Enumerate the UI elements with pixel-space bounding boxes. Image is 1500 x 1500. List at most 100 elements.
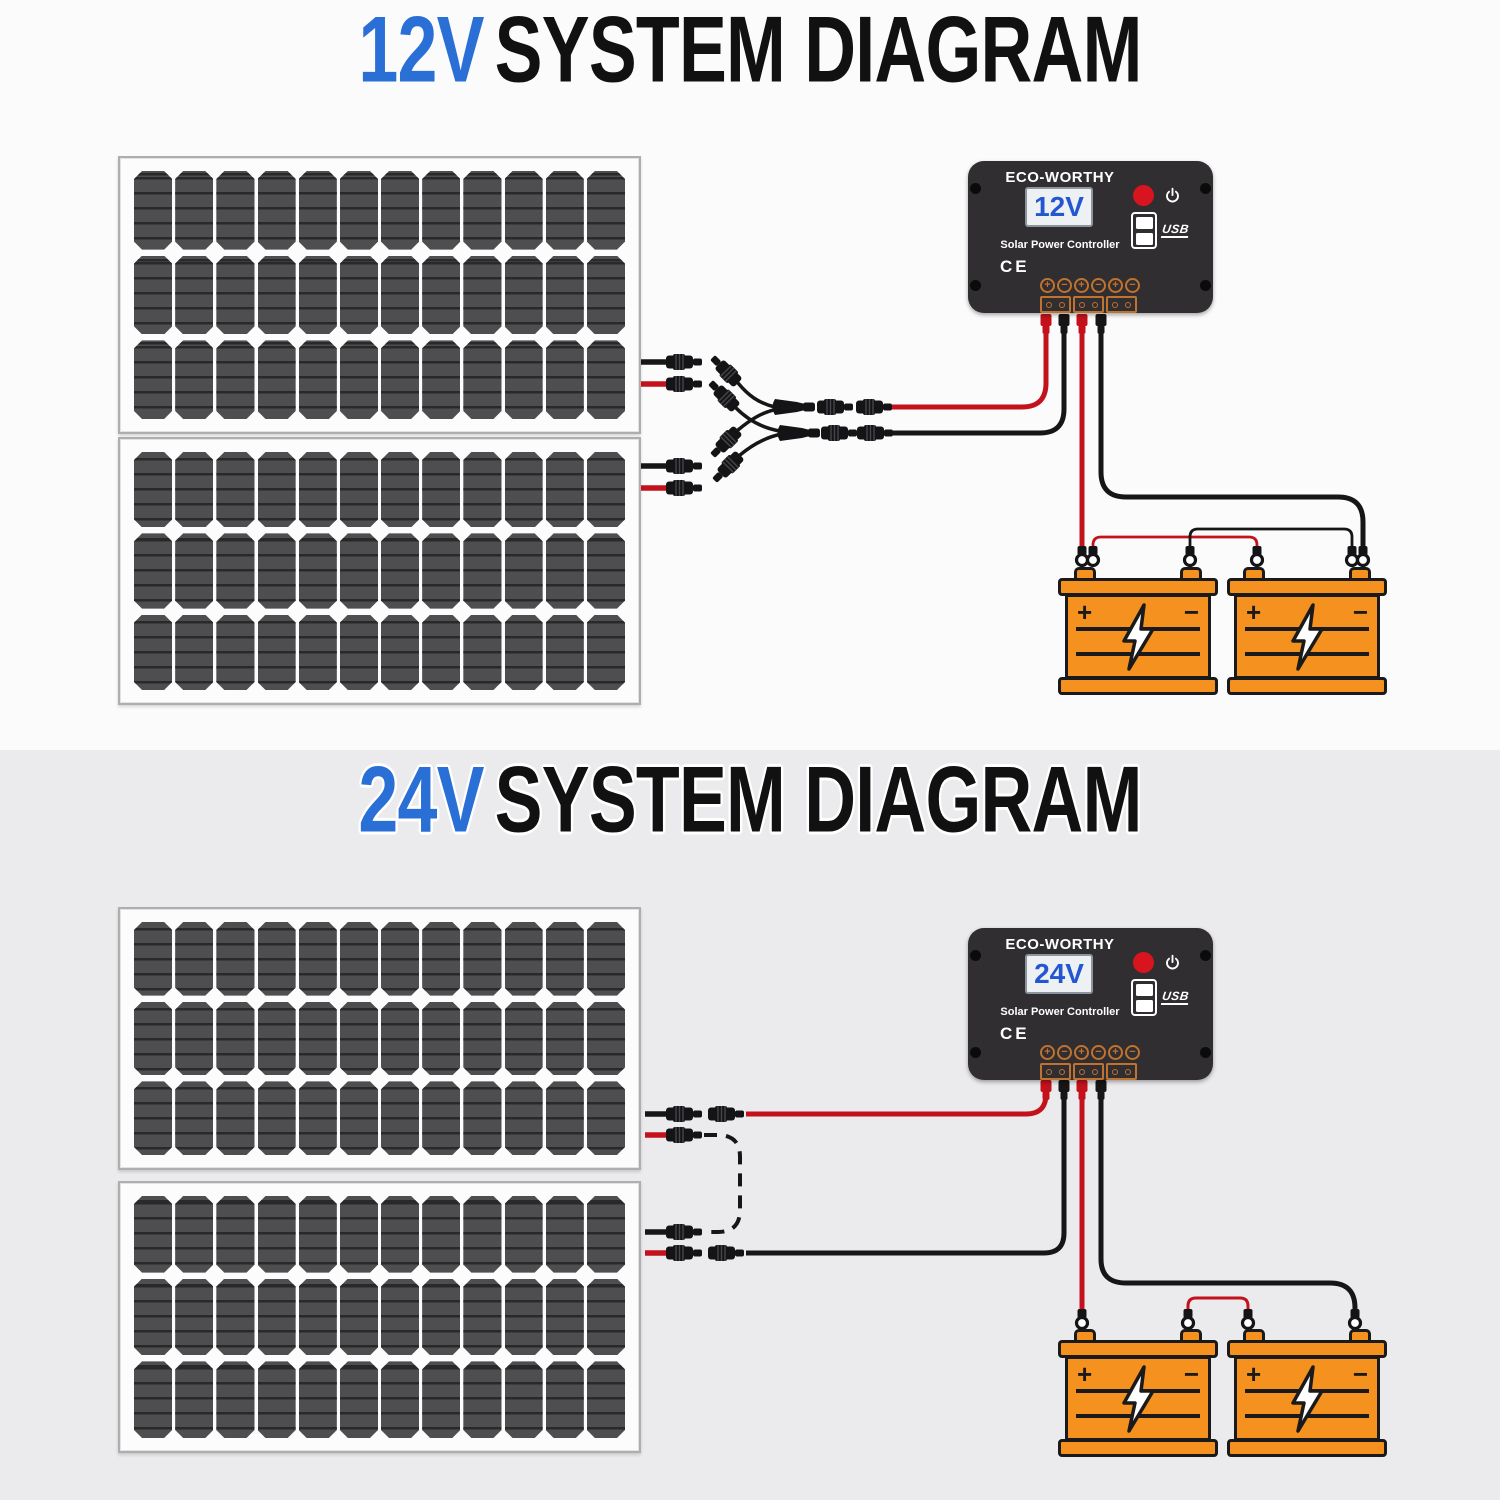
terminal-minus: − (1091, 278, 1106, 293)
solar-cell (587, 922, 625, 996)
title-rest: SYSTEM DIAGRAM (494, 747, 1143, 853)
solar-cell (505, 1279, 543, 1356)
screw-hole (970, 1047, 981, 1058)
solar-cell (381, 1081, 419, 1155)
solar-cell (587, 1196, 625, 1273)
usb-ports-icon[interactable] (1131, 212, 1157, 249)
solar-cell (422, 1196, 460, 1273)
solar-cell (258, 533, 296, 608)
mc4-connector (816, 398, 854, 416)
solar-cell (505, 922, 543, 996)
terminal-block-battery (1073, 1063, 1104, 1080)
solar-cell (422, 533, 460, 608)
power-button[interactable] (1133, 185, 1154, 206)
solar-cell (340, 256, 378, 335)
panel-output-leads (645, 1105, 745, 1262)
controller-brand: ECO-WORTHY (1005, 936, 1115, 953)
plug-battery-positive (1076, 314, 1088, 334)
plus-sign: + (1077, 597, 1093, 627)
solar-cell (463, 452, 501, 527)
solar-cell (422, 340, 460, 419)
solar-cell (381, 615, 419, 690)
solar-cell (587, 256, 625, 335)
terminal-block-battery (1073, 296, 1104, 313)
solar-cell (134, 615, 172, 690)
solar-cell (463, 1081, 501, 1155)
pv-to-controller-wires (892, 332, 1067, 436)
solar-cell (299, 1279, 337, 1356)
solar-cell (340, 1081, 378, 1155)
mc4-connector (665, 353, 703, 371)
solar-cell (258, 256, 296, 335)
solar-cell (381, 256, 419, 335)
solar-cell (381, 1279, 419, 1356)
plus-sign: + (1246, 597, 1262, 627)
plug-pv-positive (1040, 1080, 1052, 1100)
ring-terminal (1249, 544, 1265, 568)
solar-cell (134, 1002, 172, 1076)
solar-cell (505, 1002, 543, 1076)
solar-cell (175, 615, 213, 690)
controller-lcd: 12V (1025, 187, 1093, 227)
plug-pv-negative (1058, 314, 1070, 334)
ring-terminal (1182, 544, 1198, 568)
solar-cell (505, 256, 543, 335)
solar-panel-1 (118, 156, 641, 434)
solar-cell (258, 1361, 296, 1438)
usb-ports-icon[interactable] (1131, 979, 1157, 1016)
solar-cell (175, 1196, 213, 1273)
ring-terminal (1355, 544, 1371, 568)
ring-terminal (1074, 544, 1090, 568)
ce-mark: CE (1000, 257, 1030, 276)
battery-body: + − (1065, 594, 1211, 679)
solar-cell (381, 340, 419, 419)
solar-cell (175, 1002, 213, 1076)
solar-cell (505, 533, 543, 608)
battery-1: + − (1058, 1329, 1218, 1457)
solar-cell (505, 340, 543, 419)
ce-mark: CE (1000, 1024, 1030, 1043)
solar-cell (463, 256, 501, 335)
solar-cell (463, 1196, 501, 1273)
minus-sign: − (1352, 1359, 1368, 1389)
plus-sign: + (1077, 1359, 1093, 1389)
solar-cell (175, 256, 213, 335)
solar-cell (546, 256, 584, 335)
terminal-signs-row: +−+−+− (1040, 278, 1140, 293)
solar-cell (216, 1279, 254, 1356)
solar-cell (587, 452, 625, 527)
mc4-connector (706, 351, 745, 390)
screw-hole (1200, 1047, 1211, 1058)
solar-cell (258, 171, 296, 250)
lightning-bolt-icon (1291, 603, 1324, 671)
terminal-signs-row: +−+−+− (1040, 1045, 1140, 1060)
plus-sign: + (1246, 1359, 1262, 1389)
battery-body: + − (1234, 1356, 1380, 1441)
solar-panel-cells (134, 922, 625, 1155)
solar-cell (175, 340, 213, 419)
solar-cell (381, 922, 419, 996)
solar-cell (340, 171, 378, 250)
solar-cell (216, 1002, 254, 1076)
usb-logo: USB (1160, 989, 1190, 1005)
battery-bottom-cap (1227, 677, 1387, 695)
battery-2: + − (1227, 1329, 1387, 1457)
solar-cell (381, 171, 419, 250)
solar-panel-2 (118, 1181, 641, 1453)
solar-cell (175, 452, 213, 527)
battery-bottom-cap (1227, 1439, 1387, 1457)
solar-cell (216, 1196, 254, 1273)
solar-cell (381, 1002, 419, 1076)
mc4-connector (665, 1223, 703, 1241)
battery-1: + − (1058, 567, 1218, 695)
solar-cell (546, 1361, 584, 1438)
solar-cell (587, 615, 625, 690)
mc4-connector (665, 1244, 703, 1262)
power-button[interactable] (1133, 952, 1154, 973)
solar-cell (175, 533, 213, 608)
solar-cell (340, 452, 378, 527)
solar-cell (299, 1081, 337, 1155)
solar-cell (546, 922, 584, 996)
